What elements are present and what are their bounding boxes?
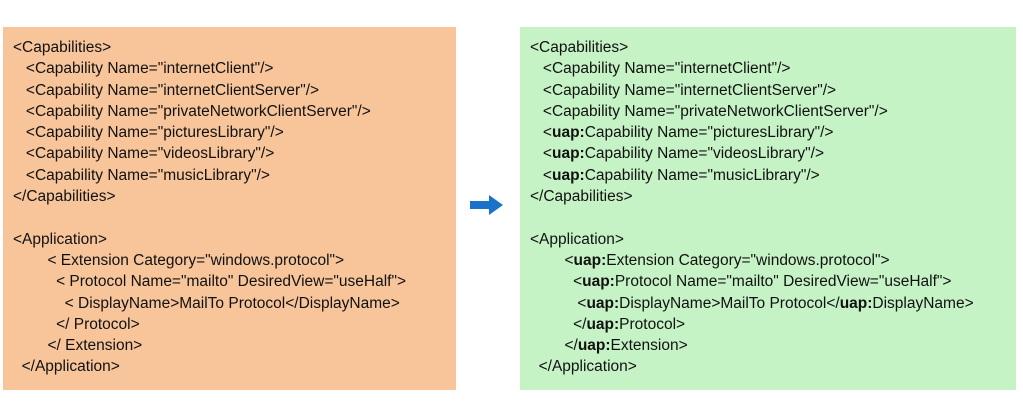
code-segment: < <box>530 166 552 184</box>
code-line <box>530 207 974 228</box>
code-segment: Protocol Name="mailto" DesiredView="useH… <box>614 273 952 291</box>
code-segment: DisplayName>MailTo Protocol</ <box>619 294 840 312</box>
uap-prefix: uap: <box>551 124 585 142</box>
uap-prefix: uap: <box>551 166 585 184</box>
code-segment: <Application> <box>530 230 624 248</box>
code-line: <Capability Name="internetClient"/> <box>13 60 274 78</box>
code-segment: Extension> <box>610 337 688 355</box>
arrow-right-icon <box>470 195 503 215</box>
code-segment: < <box>530 273 583 291</box>
uap-prefix: uap: <box>586 294 620 312</box>
code-line: <Capability Name="picturesLibrary"/> <box>13 124 284 142</box>
code-line: <Application> <box>530 229 974 250</box>
code-line: <Capability Name="videosLibrary"/> <box>13 145 275 163</box>
uap-prefix: uap: <box>573 251 607 269</box>
code-line: <uap:Capability Name="videosLibrary"/> <box>530 143 974 164</box>
updated-manifest-code: <Capabilities> <Capability Name="interne… <box>530 37 974 378</box>
code-line: <Capabilities> <box>13 39 112 56</box>
code-line: </uap:Extension> <box>530 335 974 356</box>
code-segment: Capability Name="videosLibrary"/> <box>584 145 825 163</box>
code-segment: <Capability Name="privateNetworkClientSe… <box>530 102 888 120</box>
code-line: <Capability Name="privateNetworkClientSe… <box>530 101 974 122</box>
code-segment: Protocol> <box>619 315 686 333</box>
original-manifest-panel <box>3 27 456 390</box>
code-line: <uap:Protocol Name="mailto" DesiredView=… <box>530 271 974 292</box>
code-segment: </ <box>530 337 578 355</box>
code-line: <Capabilities> <box>530 37 974 58</box>
code-segment: <Capability Name="internetClientServer"/… <box>530 81 837 99</box>
code-line: < DisplayName>MailTo Protocol</DisplayNa… <box>13 294 400 312</box>
code-segment: < <box>530 124 552 142</box>
code-line: </Capabilities> <box>530 186 974 207</box>
code-segment: <Capability Name="internetClient"/> <box>530 60 791 78</box>
code-line: <Application> <box>13 230 107 248</box>
code-line: <uap:Capability Name="picturesLibrary"/> <box>530 122 974 143</box>
code-segment: < <box>530 145 552 163</box>
arrow-right-icon-svg <box>470 195 503 215</box>
uap-prefix: uap: <box>586 315 620 333</box>
uap-prefix: uap: <box>582 273 615 291</box>
code-line: < Protocol Name="mailto" DesiredView="us… <box>13 273 407 291</box>
code-line: <Capability Name="musicLibrary"/> <box>13 166 270 184</box>
code-segment: < <box>530 294 587 312</box>
updated-manifest-panel <box>520 27 1016 390</box>
code-line: <Capability Name="internetClientServer"/… <box>530 80 974 101</box>
code-line: </ Protocol> <box>13 315 140 333</box>
code-segment: Extension Category="windows.protocol"> <box>606 251 890 269</box>
uap-prefix: uap: <box>551 145 585 163</box>
code-line: <uap:Extension Category="windows.protoco… <box>530 250 974 271</box>
code-segment: < <box>530 251 574 269</box>
code-line: <uap:DisplayName>MailTo Protocol</uap:Di… <box>530 293 974 314</box>
code-line: <Capability Name="internetClientServer"/… <box>13 81 320 99</box>
code-segment: Capability Name="picturesLibrary"/> <box>584 124 834 142</box>
code-line: <Capability Name="internetClient"/> <box>530 58 974 79</box>
code-line: <uap:Capability Name="musicLibrary"/> <box>530 165 974 186</box>
code-line: <Capability Name="privateNetworkClientSe… <box>13 102 371 120</box>
original-manifest-code: <Capabilities> <Capability Name="interne… <box>13 37 406 378</box>
code-segment: Capability Name="musicLibrary"/> <box>584 166 820 184</box>
code-line: </Application> <box>530 356 974 377</box>
code-segment: </Application> <box>530 358 637 376</box>
code-line: </ Extension> <box>13 337 143 355</box>
code-line: </Capabilities> <box>13 188 116 206</box>
code-line <box>13 207 406 228</box>
code-segment: </Capabilities> <box>530 188 633 206</box>
code-segment: <Capabilities> <box>530 39 629 56</box>
uap-prefix: uap: <box>839 294 873 312</box>
uap-prefix: uap: <box>577 337 611 355</box>
code-segment: DisplayName> <box>872 294 974 312</box>
code-line: < Extension Category="windows.protocol"> <box>13 251 345 269</box>
code-segment: </ <box>530 315 587 333</box>
code-line: </uap:Protocol> <box>530 314 974 335</box>
code-line: </Application> <box>13 358 120 376</box>
